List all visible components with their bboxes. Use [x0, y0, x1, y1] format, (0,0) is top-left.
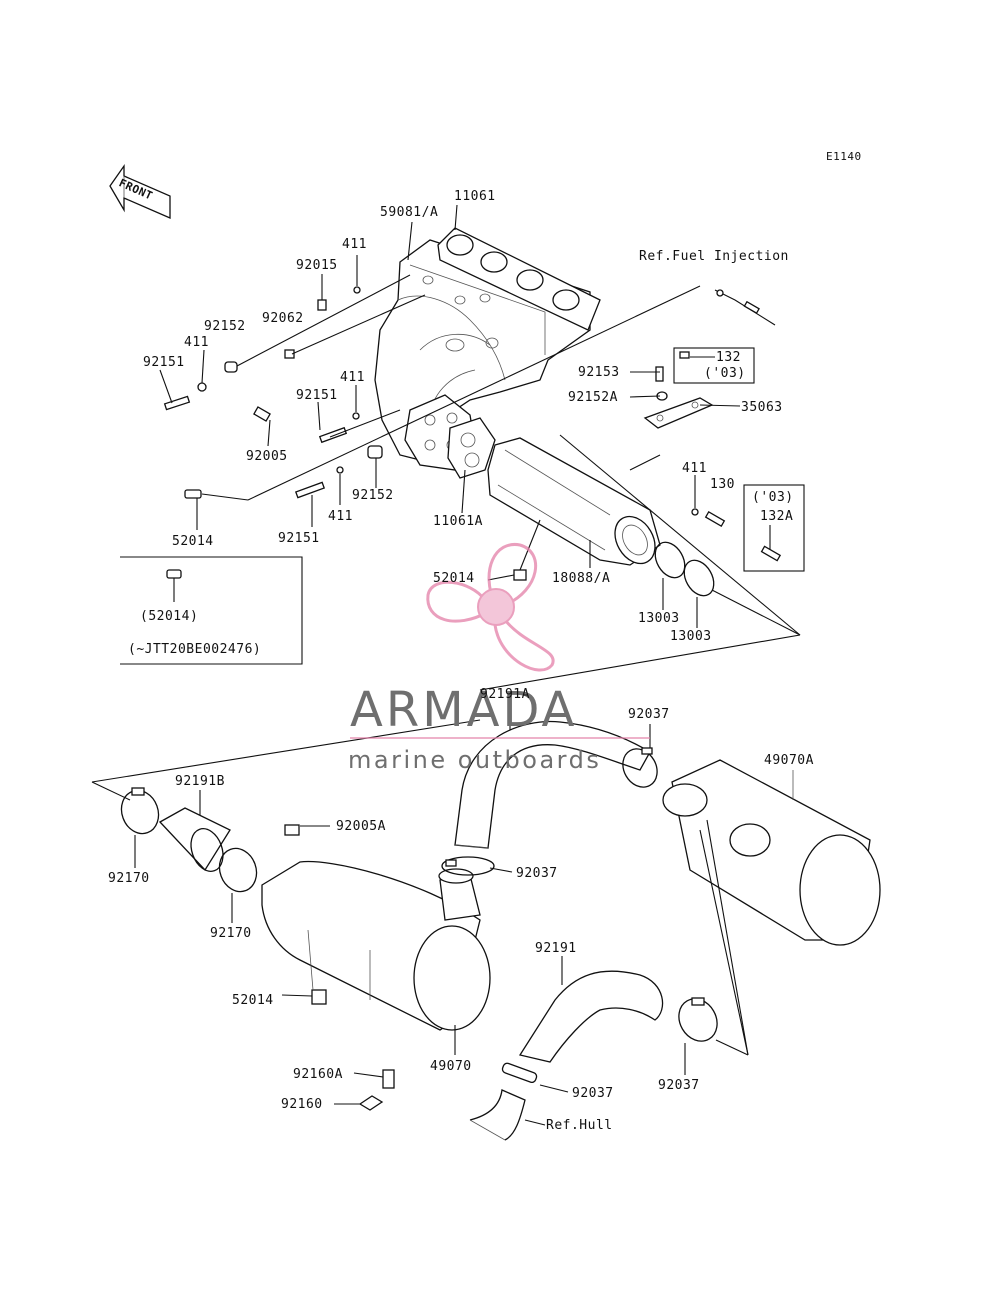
part-label-92037: 92037: [572, 1086, 614, 1101]
inset-serial-range: (~JTT20BE002476): [128, 642, 262, 657]
front-arrow-icon: [109, 163, 171, 219]
part-label-411: 411: [342, 237, 367, 252]
part-label-92037: 92037: [516, 866, 558, 881]
part-label-92005: 92005: [246, 449, 288, 464]
hull-reference: [469, 1089, 526, 1141]
part-label-35063: 35063: [741, 400, 783, 415]
part-label-92152: 92152: [352, 488, 394, 503]
part-label-92005a: 92005A: [336, 819, 386, 834]
part-label-92151: 92151: [296, 388, 338, 403]
part-label-92037: 92037: [658, 1078, 700, 1093]
inset-part-label-52014: (52014): [140, 609, 199, 624]
ref-fuel-injection: Ref.Fuel Injection: [639, 249, 789, 264]
inset-boxes: [120, 347, 805, 665]
gasket-11061a: [447, 417, 496, 479]
figure-id: E1140: [826, 150, 862, 163]
part-label-92160a: 92160A: [293, 1067, 343, 1082]
part-label-92170: 92170: [108, 871, 150, 886]
part-label-92191a: 92191A: [480, 687, 530, 702]
coupler-92191b: [120, 787, 258, 893]
part-label-11061: 11061: [454, 189, 496, 204]
part-label-92037: 92037: [628, 707, 670, 722]
hose-clamp-92037-middle: [441, 856, 495, 876]
exhaust-hose-92191: [501, 970, 718, 1084]
hose-clamp-92037-upper: [622, 747, 658, 788]
part-label-132a-year: ('03): [752, 490, 794, 505]
part-label-92151: 92151: [143, 355, 185, 370]
part-label-92015: 92015: [296, 258, 338, 273]
part-label-132a: 132A: [760, 509, 794, 524]
part-label-52014: 52014: [232, 993, 274, 1008]
part-label-92153: 92153: [578, 365, 620, 380]
part-label-13003: 13003: [670, 629, 712, 644]
exhaust-pipe-18088: [487, 437, 661, 566]
part-label-52014: 52014: [433, 571, 475, 586]
part-label-11061a: 11061A: [433, 514, 483, 529]
part-label-92062: 92062: [262, 311, 304, 326]
part-label-49070a: 49070A: [764, 753, 814, 768]
part-label-411: 411: [184, 335, 209, 350]
part-label-92160: 92160: [281, 1097, 323, 1112]
leader-lines-lower: [91, 700, 749, 1126]
fuel-injection-wire: [714, 289, 776, 326]
part-label-92152a: 92152A: [568, 390, 618, 405]
labels-92160: [358, 1069, 395, 1111]
part-label-411: 411: [682, 461, 707, 476]
o-rings-13003: [654, 541, 715, 597]
watermark-tagline: marine outboards: [348, 746, 602, 774]
muffler-49070a: [662, 759, 881, 946]
part-label-92151: 92151: [278, 531, 320, 546]
part-label-49070: 49070: [430, 1059, 472, 1074]
part-label-13003: 13003: [638, 611, 680, 626]
armada-propeller-logo-icon: [426, 543, 555, 672]
ref-hull: Ref.Hull: [546, 1118, 613, 1133]
part-label-130: 130: [710, 477, 735, 492]
watermark-brand: ARMADA: [350, 682, 578, 738]
part-label-132: 132: [716, 350, 741, 365]
exhaust-hose-92191a: [454, 720, 651, 849]
part-label-92170: 92170: [210, 926, 252, 941]
part-label-18088a: 18088/A: [552, 571, 611, 586]
part-label-411: 411: [340, 370, 365, 385]
leader-lines-upper: [159, 204, 801, 691]
muffler-49070: [261, 824, 491, 1031]
part-label-92191: 92191: [535, 941, 577, 956]
part-label-52014: 52014: [172, 534, 214, 549]
part-label-411: 411: [328, 509, 353, 524]
part-label-92152: 92152: [204, 319, 246, 334]
part-label-132-year: ('03): [704, 366, 746, 381]
manifold-gasket-11061: [437, 227, 601, 331]
part-label-92191b: 92191B: [175, 774, 225, 789]
part-label-59081a: 59081/A: [380, 205, 439, 220]
bracket-35063: [643, 351, 714, 429]
